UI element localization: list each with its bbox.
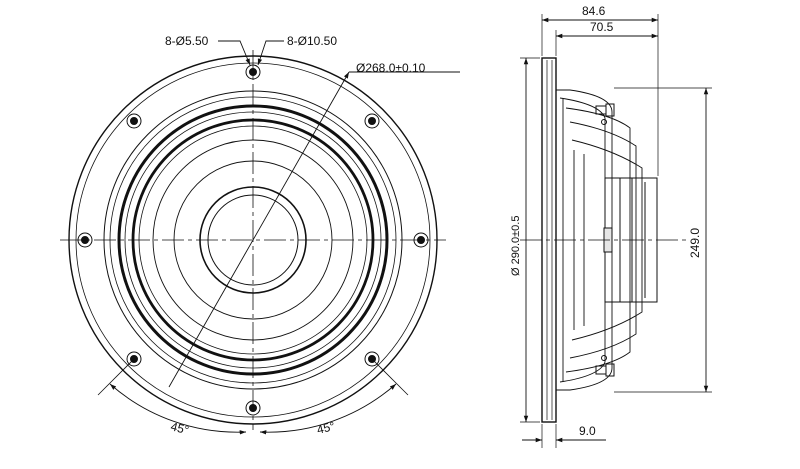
bolt-circle-diagonal (168, 71, 350, 388)
side-terminals (595, 103, 615, 377)
angle-ref-left (97, 358, 135, 396)
angle-arc-right (259, 383, 397, 435)
mounting-hole-top-left (126, 113, 142, 129)
angle-arc-left (109, 383, 247, 435)
bolt-circle-label: Ø268.0±0.10 (356, 61, 426, 75)
angle-right-label: 45° (315, 419, 336, 437)
outer-diameter-label: Ø 290.0±0.5 (510, 216, 522, 276)
angle-ref-right (371, 358, 409, 396)
hole-small-leader (218, 40, 251, 66)
overall-depth-label: 84.6 (582, 4, 606, 18)
flange-thickness-label: 9.0 (579, 424, 596, 438)
side-extension-lines (520, 14, 712, 448)
side-view (520, 14, 712, 448)
front-view (60, 40, 460, 435)
body-depth-label: 70.5 (590, 20, 614, 34)
hole-small-label: 8-Ø5.50 (165, 34, 209, 48)
hole-large-leader (257, 40, 284, 66)
basket-diameter-label: 249.0 (688, 228, 702, 258)
mounting-hole-top-right (364, 113, 380, 129)
angle-left-label: 45° (169, 419, 190, 437)
hole-large-label: 8-Ø10.50 (287, 34, 337, 48)
side-dimension-lines (522, 17, 709, 443)
